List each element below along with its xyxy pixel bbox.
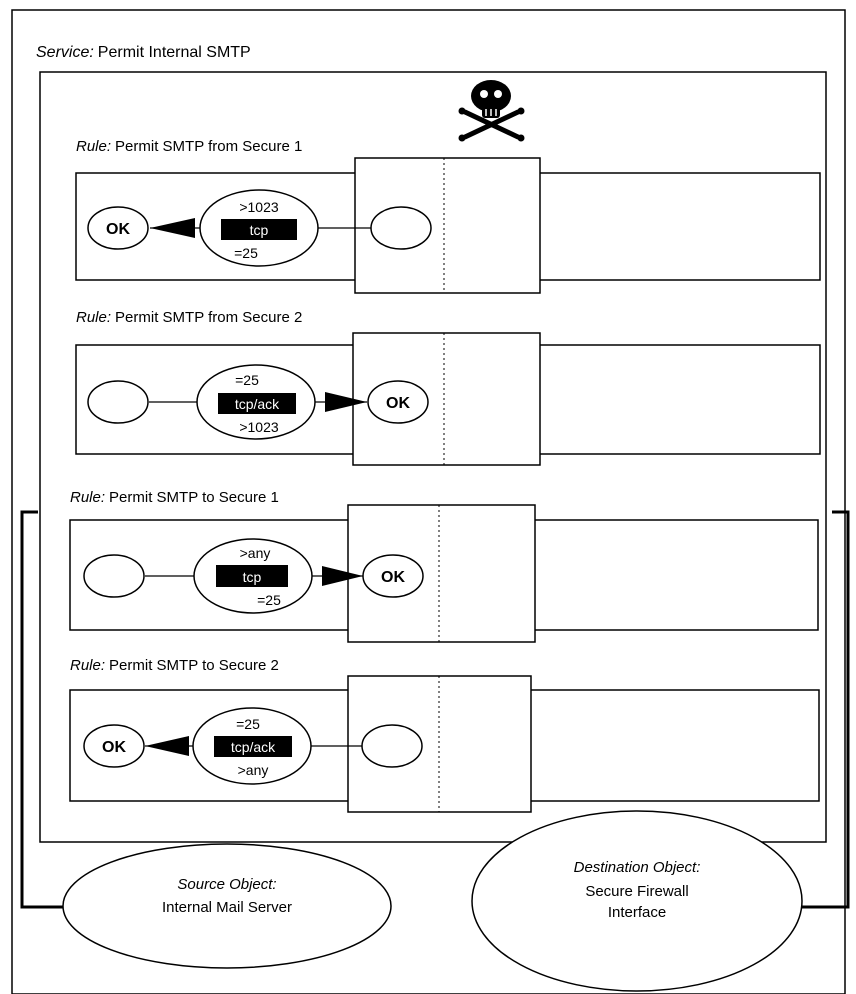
rule-3-protocol-box — [216, 565, 288, 587]
rule-2-empty-node — [87, 380, 149, 424]
rule-2-protocol: tcp/ack — [235, 396, 280, 412]
destination-object-name-line2: Interface — [608, 904, 666, 921]
rule-1-ok-node — [87, 206, 149, 250]
rule-3-title: Rule:Permit SMTP to Secure 1 — [70, 489, 279, 506]
rule-1-protocol: tcp — [250, 222, 269, 238]
rule-1-title: Rule:Permit SMTP from Secure 1 — [76, 138, 302, 155]
destination-bracket — [800, 510, 850, 909]
service-prefix: Service: — [36, 44, 94, 61]
rule-1-name: Permit SMTP from Secure 1 — [115, 138, 302, 155]
rule-3-port-bottom: =25 — [257, 592, 281, 608]
rule-4-port-bottom: >any — [238, 762, 269, 778]
source-object-ellipse — [62, 843, 392, 969]
rule-4-ok-node — [83, 724, 145, 768]
rule-4-protocol-box — [214, 736, 292, 757]
rule-3-arrow — [322, 566, 363, 586]
rule-2-port-bottom: >1023 — [239, 419, 279, 435]
rule-4-name: Permit SMTP to Secure 2 — [109, 657, 279, 674]
rule-4: Rule:Permit SMTP to Secure 2 tcp/ack =25… — [69, 657, 820, 813]
destination-object-label: Destination Object: — [574, 859, 701, 876]
rule-3-name: Permit SMTP to Secure 1 — [109, 489, 279, 506]
rule-1-empty-node — [370, 206, 432, 250]
service-name: Permit Internal SMTP — [98, 44, 251, 61]
rule-2-arrow — [325, 392, 367, 412]
rule-2-ok-label: OK — [386, 395, 410, 412]
rule-4-title: Rule:Permit SMTP to Secure 2 — [70, 657, 279, 674]
source-object-name: Internal Mail Server — [162, 899, 292, 916]
rule-1-port-bottom: =25 — [234, 245, 258, 261]
rule-3-prefix: Rule: — [70, 489, 105, 506]
rule-1-protocol-box — [221, 219, 297, 240]
rule-2-protocol-box — [218, 393, 296, 414]
rule-4-prefix: Rule: — [70, 657, 105, 674]
rule-2-name: Permit SMTP from Secure 2 — [115, 309, 302, 326]
outer-frame — [11, 9, 846, 994]
rule-3: Rule:Permit SMTP to Secure 1 tcp >any =2… — [69, 489, 819, 643]
destination-object-ellipse — [471, 810, 803, 992]
rule-3-port-top: >any — [240, 545, 271, 561]
rule-1-port-top: >1023 — [239, 199, 279, 215]
destination-object-name-line1: Secure Firewall — [585, 883, 688, 900]
rule-2: Rule:Permit SMTP from Secure 2 tcp/ack =… — [75, 309, 821, 466]
rule-2-prefix: Rule: — [76, 309, 111, 326]
rule-3-ok-label: OK — [381, 569, 405, 586]
rule-3-empty-node — [83, 554, 145, 598]
rule-1: Rule:Permit SMTP from Secure 1 tcp >1023… — [75, 138, 821, 294]
rule-4-port-top: =25 — [236, 716, 260, 732]
source-object-label: Source Object: — [177, 876, 276, 893]
rule-3-ok-node — [362, 554, 424, 598]
rule-4-empty-node — [361, 724, 423, 768]
rule-1-arrow — [150, 218, 195, 238]
rule-2-ok-node — [367, 380, 429, 424]
source-bracket — [20, 510, 66, 909]
rule-1-prefix: Rule: — [76, 138, 111, 155]
rule-4-arrow — [145, 736, 189, 756]
rule-2-title: Rule:Permit SMTP from Secure 2 — [76, 309, 302, 326]
rule-2-port-top: =25 — [235, 372, 259, 388]
service-title: Service:Permit Internal SMTP — [36, 44, 251, 61]
rule-4-protocol: tcp/ack — [231, 739, 276, 755]
rule-4-ok-label: OK — [102, 739, 126, 756]
skull-crossbones-icon — [458, 80, 525, 142]
rule-3-protocol: tcp — [243, 569, 262, 585]
rule-1-ok-label: OK — [106, 221, 130, 238]
